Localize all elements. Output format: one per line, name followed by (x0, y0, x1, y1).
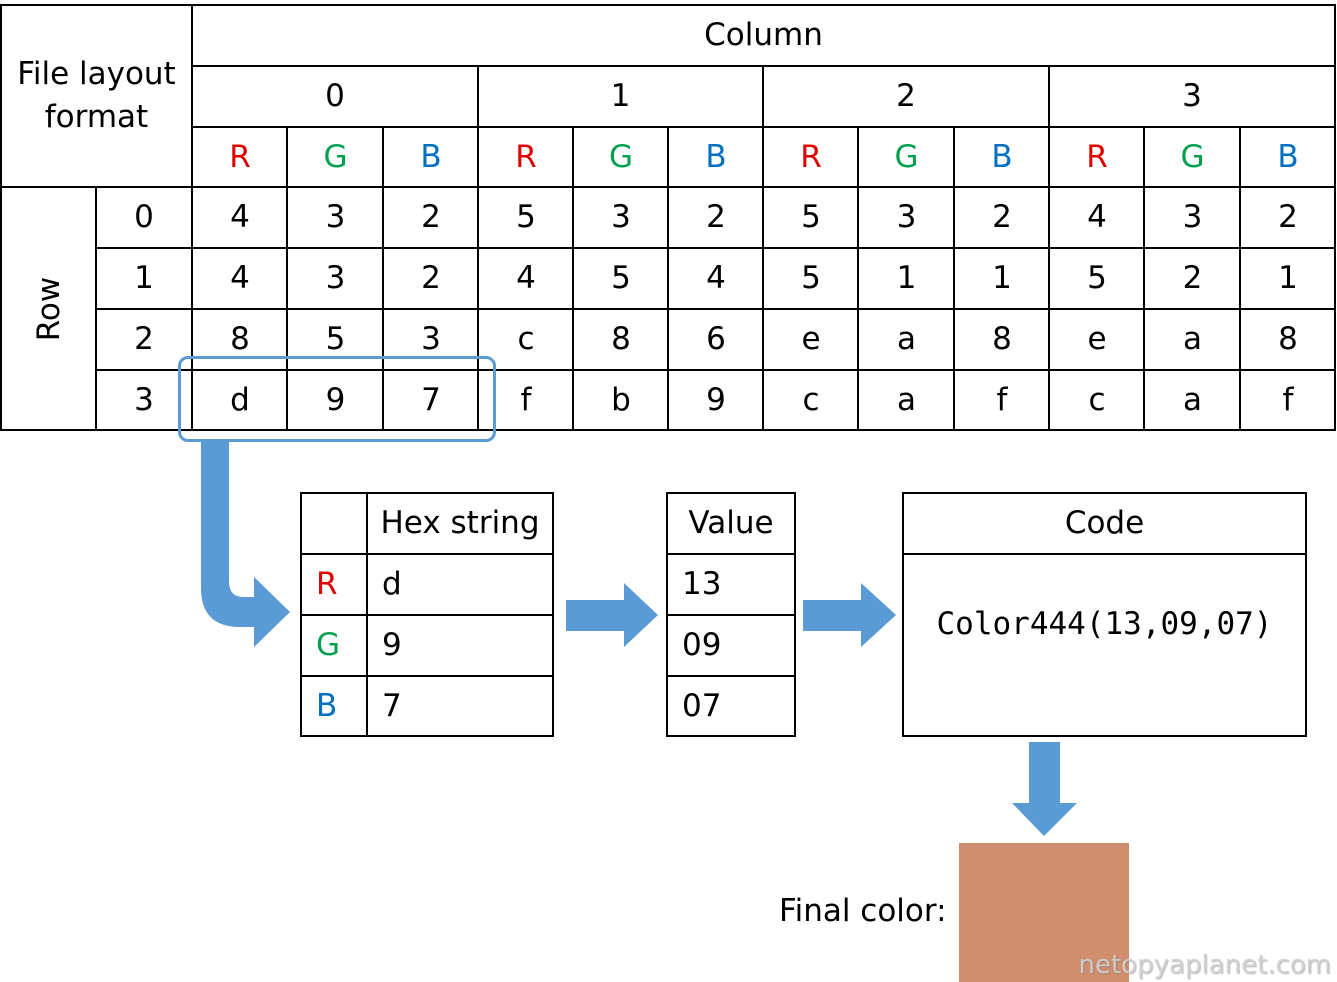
pixel-cell-r0-c2-b: 2 (992, 199, 1012, 235)
pixel-cell-r3-c2-r: c (802, 382, 820, 418)
pixel-cell-r1-c3-g: 2 (1182, 260, 1203, 296)
pixel-cell-r2-c2-r: e (801, 321, 821, 357)
pixel-cell-r3-c0-b: 7 (421, 382, 441, 418)
arrow-code-to-final (1012, 742, 1077, 836)
pixel-cell-r0-c2-r: 5 (801, 199, 821, 235)
pixel-cell-r0-c2-g: 3 (896, 199, 917, 235)
column-number-3: 3 (1182, 78, 1202, 114)
final-color-label: Final color: (779, 893, 947, 929)
pixel-cell-r3-c2-b: f (996, 382, 1008, 418)
channel-header-g-col1: G (608, 139, 634, 175)
channel-header-g-col0: G (323, 139, 348, 175)
channel-header-b-col1: B (705, 139, 727, 175)
pixel-cell-r2-c3-g: a (1183, 321, 1202, 357)
pixel-cell-r2-c0-b: 3 (421, 321, 441, 357)
code-text: Color444(13,09,07) (936, 605, 1273, 642)
row-number-1: 1 (134, 260, 154, 296)
hex-row-g-channel: G (316, 627, 341, 663)
hex-table-header: Hex string (380, 505, 540, 541)
pixel-cell-r1-c0-r: 4 (230, 260, 250, 296)
final-color-swatch (959, 843, 1129, 982)
pixel-cell-r1-c2-r: 5 (801, 260, 821, 296)
pixel-cell-r1-c1-b: 4 (706, 260, 726, 296)
pixel-cell-r0-c0-r: 4 (230, 199, 250, 235)
pixel-cell-r3-c1-b: 9 (706, 382, 726, 418)
pixel-cell-r1-c0-b: 2 (421, 260, 441, 296)
pixel-cell-r2-c2-g: a (897, 321, 916, 357)
channel-header-b-col0: B (420, 139, 442, 175)
pixel-cell-r0-c1-r: 5 (516, 199, 536, 235)
pixel-cell-r2-c0-g: 5 (325, 321, 346, 357)
arrow-value-to-code (803, 583, 896, 647)
row-number-2: 2 (134, 321, 154, 357)
pixel-cell-r1-c3-b: 1 (1278, 260, 1298, 296)
pixel-cell-r2-c3-b: 8 (1278, 321, 1298, 357)
pixel-cell-r0-c3-g: 3 (1182, 199, 1203, 235)
hex-row-r-channel: R (316, 566, 338, 602)
hex-row-b-channel: B (316, 688, 338, 724)
hex-row-g-value: 9 (382, 627, 402, 663)
channel-header-b-col3: B (1277, 139, 1299, 175)
hex-row-b-value: 7 (382, 688, 402, 724)
pixel-cell-r2-c3-r: e (1087, 321, 1107, 357)
column-header: Column (704, 17, 823, 53)
row-number-3: 3 (134, 382, 154, 418)
pixel-cell-r0-c3-r: 4 (1087, 199, 1107, 235)
pixel-cell-r0-c0-g: 3 (325, 199, 346, 235)
pixel-cell-r2-c0-r: 8 (230, 321, 250, 357)
watermark: netopyaplanet.com (1078, 950, 1331, 980)
pixel-cell-r1-c2-b: 1 (992, 260, 1012, 296)
value-g: 09 (682, 627, 722, 663)
pixel-cell-r3-c3-g: a (1183, 382, 1202, 418)
highlight-box (178, 356, 496, 442)
channel-header-r-col2: R (800, 139, 822, 175)
column-number-0: 0 (325, 78, 345, 114)
pixel-cell-r3-c0-g: 9 (325, 382, 346, 418)
pixel-cell-r3-c1-g: b (611, 382, 631, 418)
pixel-cell-r2-c1-r: c (517, 321, 535, 357)
pixel-cell-r1-c1-g: 5 (611, 260, 631, 296)
arrow-hex-to-value (566, 583, 658, 647)
pixel-cell-r3-c0-r: d (230, 382, 250, 418)
pixel-cell-r0-c1-b: 2 (706, 199, 726, 235)
value-r: 13 (682, 566, 722, 602)
pixel-cell-r1-c1-r: 4 (516, 260, 536, 296)
channel-header-r-col1: R (515, 139, 537, 175)
channel-header-r-col0: R (229, 139, 251, 175)
column-number-1: 1 (610, 78, 631, 114)
bent-arrow (201, 442, 290, 647)
pixel-cell-r1-c0-g: 3 (325, 260, 346, 296)
pixel-cell-r3-c2-g: a (897, 382, 916, 418)
pixel-cell-r0-c1-g: 3 (611, 199, 631, 235)
value-table-header: Value (688, 505, 774, 541)
row-number-0: 0 (134, 199, 154, 235)
channel-header-r-col3: R (1086, 139, 1108, 175)
value-b: 07 (682, 688, 722, 724)
pixel-cell-r3-c3-r: c (1088, 382, 1106, 418)
pixel-cell-r0-c3-b: 2 (1278, 199, 1298, 235)
channel-header-b-col2: B (991, 139, 1013, 175)
pixel-cell-r0-c0-b: 2 (421, 199, 441, 235)
pixel-cell-r2-c1-g: 8 (611, 321, 631, 357)
code-header: Code (1064, 505, 1145, 541)
hex-row-r-value: d (382, 566, 402, 602)
pixel-cell-r1-c2-g: 1 (896, 260, 917, 296)
channel-header-g-col2: G (894, 139, 919, 175)
pixel-cell-r2-c1-b: 6 (706, 321, 726, 357)
channel-header-g-col3: G (1180, 139, 1205, 175)
corner-label: File layout format (17, 55, 176, 135)
layout-grid-lines (0, 4, 1336, 431)
pixel-cell-r3-c1-r: f (520, 382, 532, 418)
pixel-cell-r3-c3-b: f (1282, 382, 1294, 418)
column-number-2: 2 (896, 78, 916, 114)
pixel-cell-r2-c2-b: 8 (992, 321, 1012, 357)
pixel-cell-r1-c3-r: 5 (1087, 260, 1107, 296)
